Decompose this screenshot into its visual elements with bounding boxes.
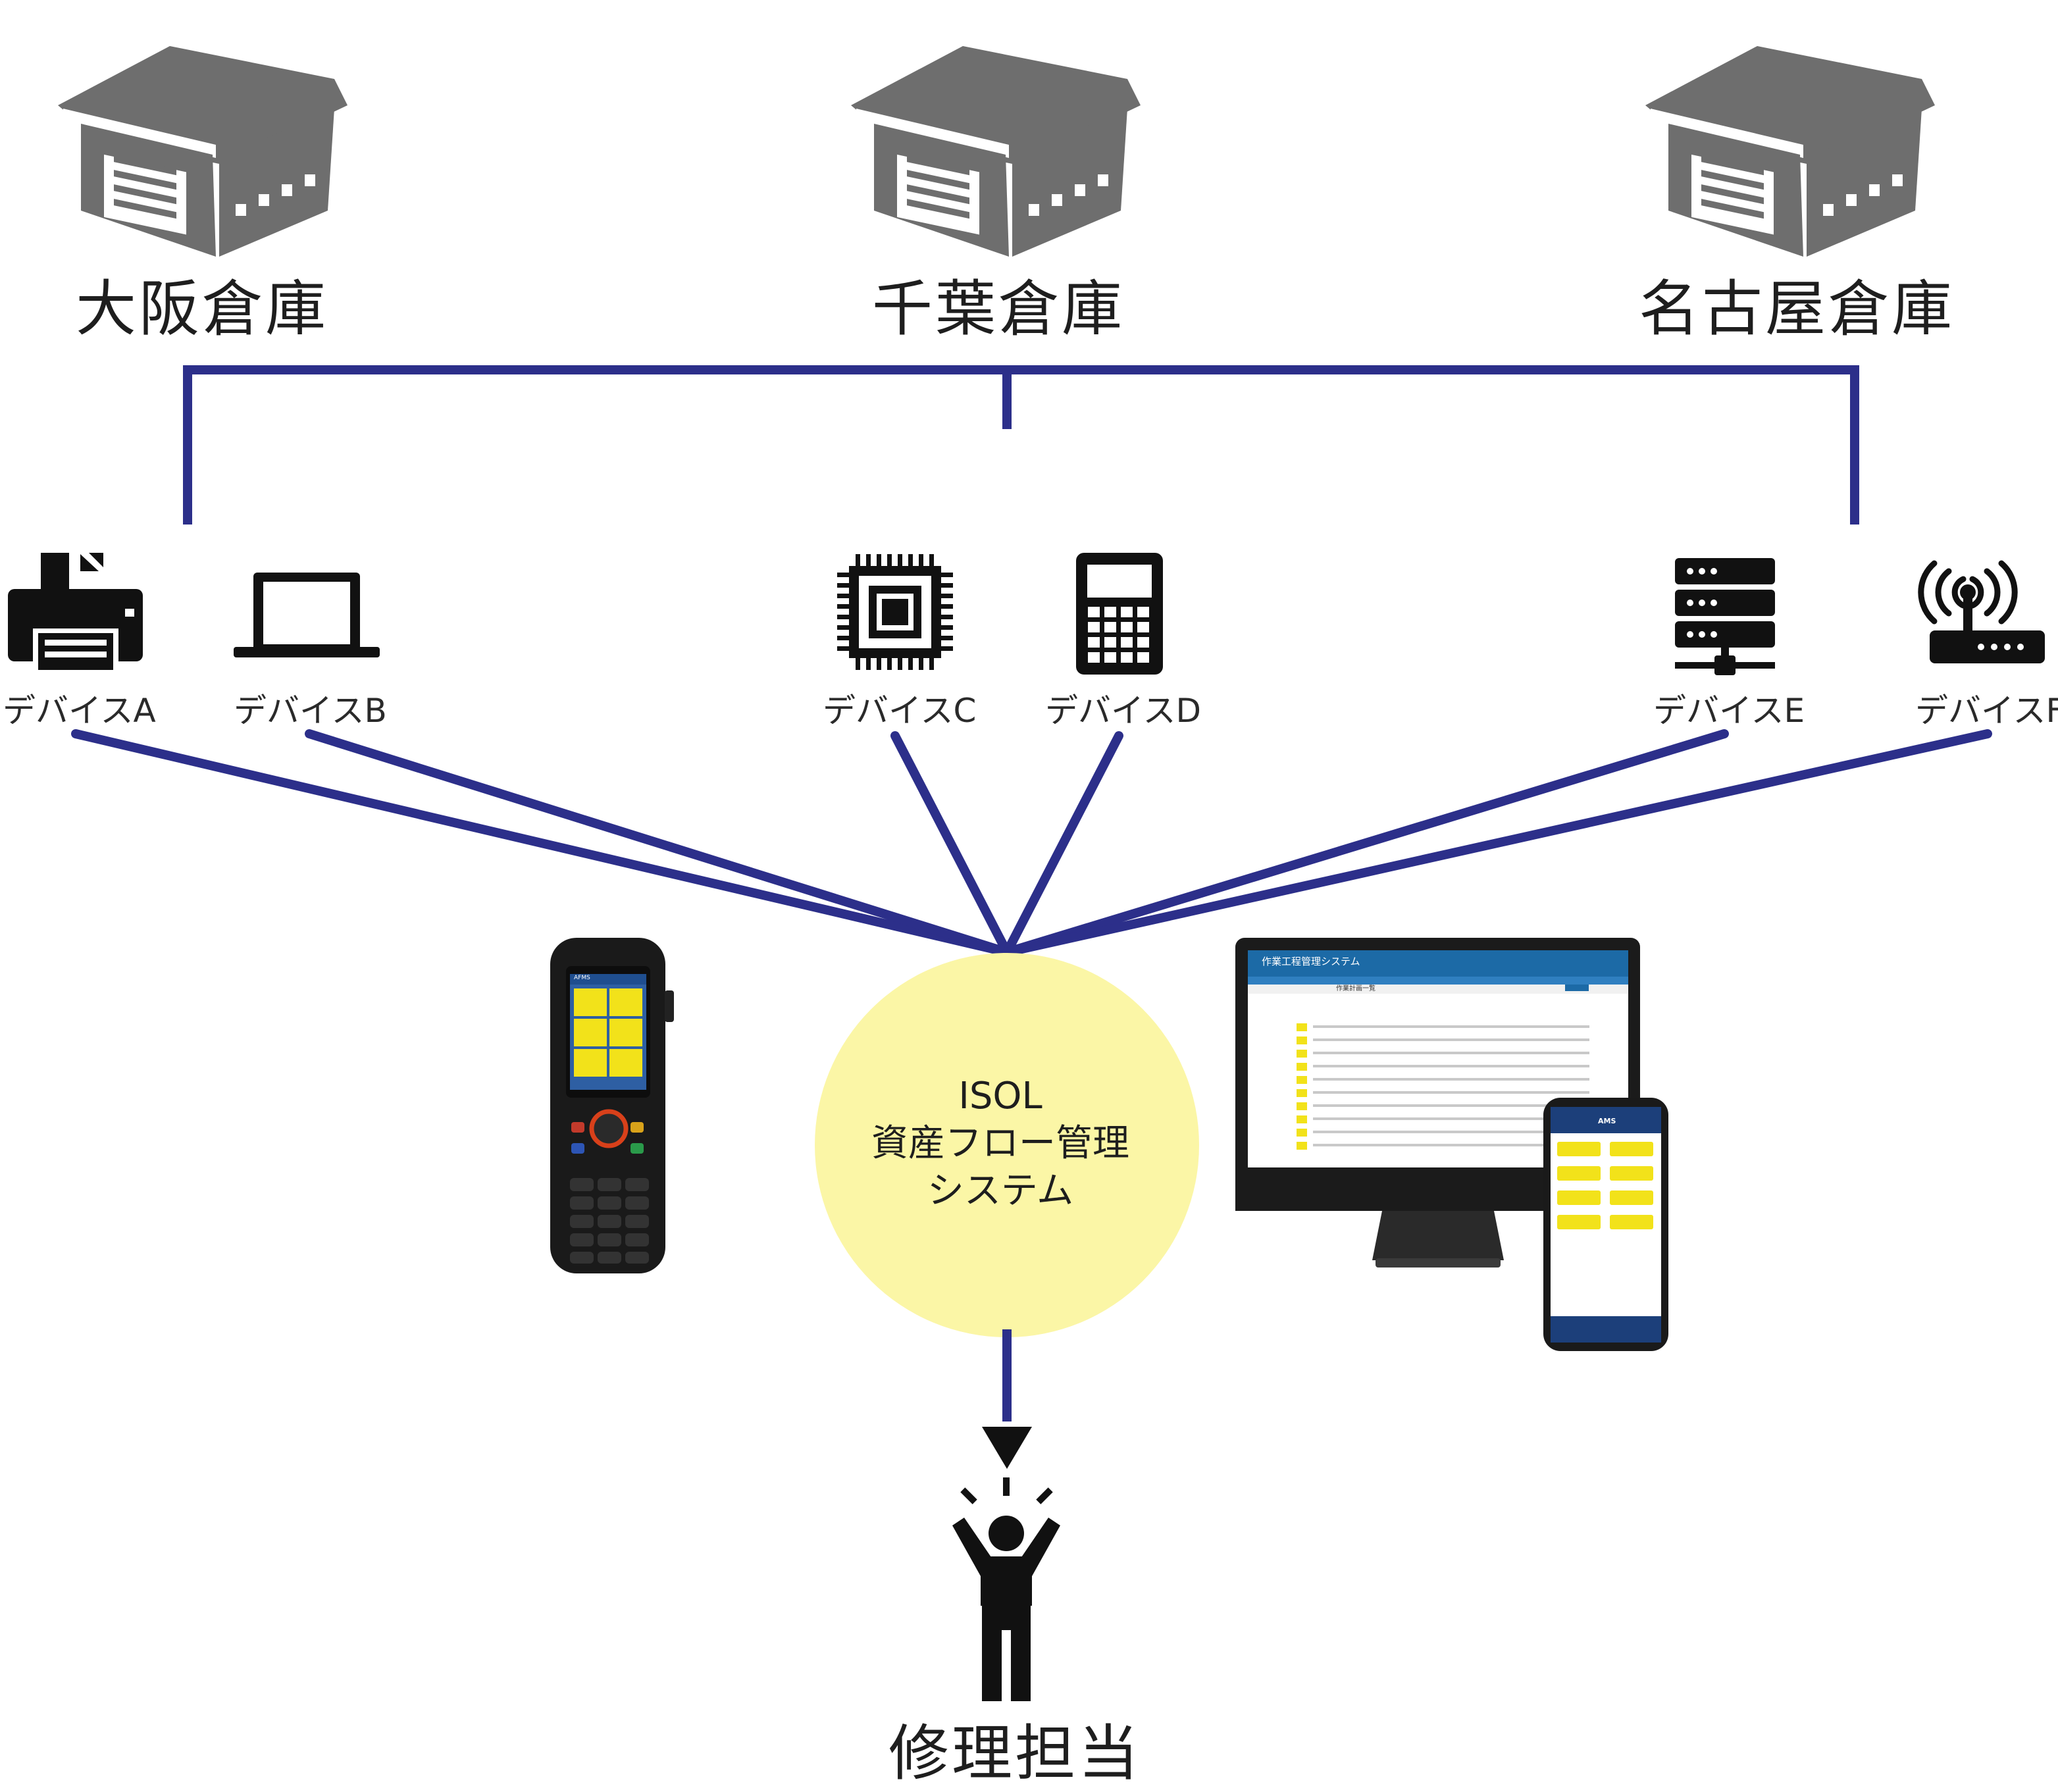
device-label-b: デバイスB <box>234 692 387 730</box>
device-label-d: デバイスD <box>1045 692 1202 730</box>
device-label-c: デバイスC <box>823 692 977 730</box>
system-label-line1: ISOL <box>958 1075 1042 1117</box>
warehouse-icon <box>58 46 347 257</box>
server-icon <box>1675 558 1775 675</box>
phone-app-header <box>1551 1107 1661 1133</box>
device-label-a: デバイスA <box>3 692 156 730</box>
phone-app-title: AMS <box>1598 1117 1616 1125</box>
down-arrow-icon <box>982 1427 1032 1469</box>
monitor-app-header <box>1248 950 1628 977</box>
smartphone <box>1543 1098 1668 1351</box>
person-alert-icon <box>952 1477 1060 1701</box>
warehouse-label-osaka: 大阪倉庫 <box>76 274 329 344</box>
system-label-line2: 資産フロー管理 <box>871 1122 1129 1165</box>
warehouse-label-nagoya: 名古屋倉庫 <box>1639 274 1955 344</box>
system-circle <box>815 953 1199 1337</box>
monitor-app-title: 作業工程管理システム <box>1262 956 1360 967</box>
warehouse-icon <box>1645 46 1935 257</box>
recipient-label: 修理担当 <box>888 1718 1142 1789</box>
wireless-router-icon <box>1918 560 2045 663</box>
device-connectors <box>71 729 1992 957</box>
handheld-scanner <box>550 938 674 1273</box>
calculator-icon <box>1076 553 1163 675</box>
printer-icon <box>8 553 143 675</box>
warehouse-label-chiba: 千葉倉庫 <box>872 274 1125 344</box>
cpu-chip-icon <box>837 554 953 670</box>
warehouse-chiba <box>851 46 1141 257</box>
warehouse-nagoya <box>1645 46 1935 257</box>
device-label-e: デバイスE <box>1653 692 1805 730</box>
laptop-icon <box>234 573 380 657</box>
warehouse-osaka <box>58 46 347 257</box>
warehouse-icon <box>851 46 1141 257</box>
handheld-app-title: AFMS <box>574 975 590 981</box>
system-label: ISOL 資産フロー管理 システム <box>816 1073 1185 1215</box>
system-label-line3: システム <box>927 1169 1074 1212</box>
monitor-list-title: 作業計画一覧 <box>1336 985 1376 992</box>
warehouse-bracket <box>183 365 1859 525</box>
device-label-f: デバイスF <box>1915 692 2058 730</box>
